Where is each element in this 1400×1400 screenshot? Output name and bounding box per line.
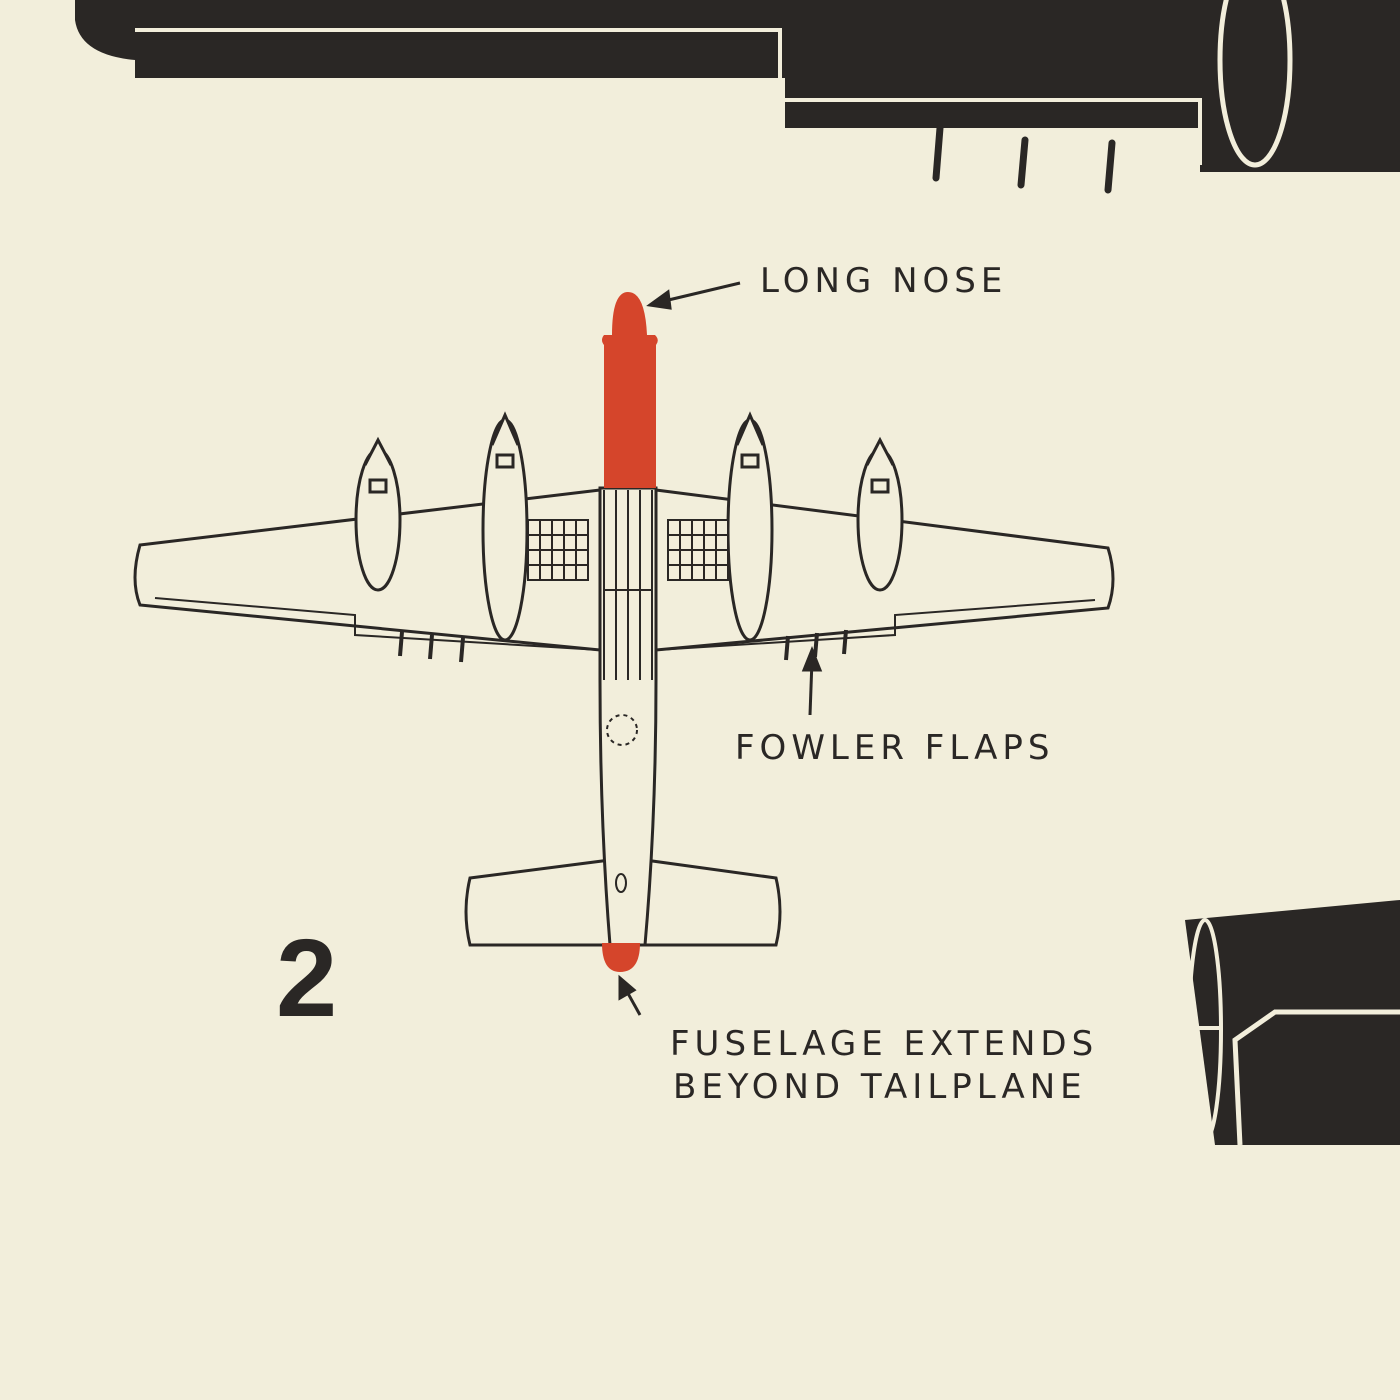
tailplane (464, 858, 782, 947)
fuselage-extends-label-line2: BEYOND TAILPLANE (673, 1067, 1087, 1107)
figure-number: 2 (276, 917, 338, 1040)
fuselage (598, 486, 658, 947)
fuselage-extends-label-line1: FUSELAGE EXTENDS (670, 1024, 1099, 1064)
engine-nacelles (354, 411, 904, 642)
top-aircraft-silhouette (75, 0, 1400, 194)
wing-grilles (527, 519, 729, 581)
flap-tracks (398, 629, 848, 663)
plan-view-aircraft (133, 411, 1115, 947)
pointer-arrows (618, 281, 823, 1016)
long-nose-label: LONG NOSE (760, 261, 1008, 301)
fowler-flaps-label: FOWLER FLAPS (735, 728, 1055, 768)
long-nose-highlight (602, 292, 658, 488)
tail-extension-highlight (602, 943, 640, 972)
nacelle-silhouette (1185, 900, 1400, 1146)
